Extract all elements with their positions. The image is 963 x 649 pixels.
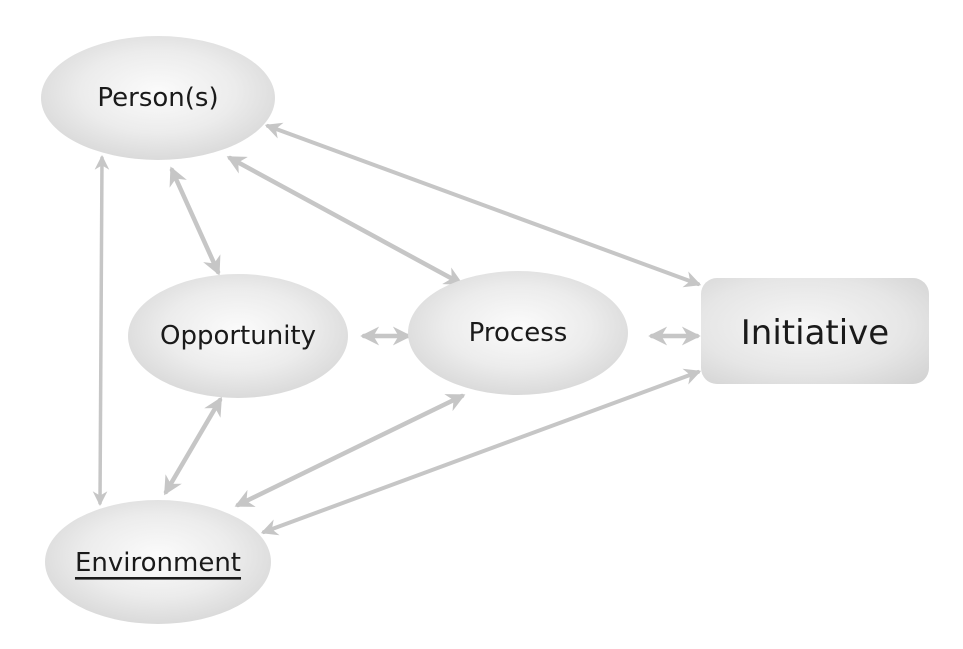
node-environment-label: Environment — [75, 548, 241, 578]
connections — [92, 122, 702, 536]
node-process: Process — [408, 271, 628, 395]
arrow-persons-initiative — [264, 122, 702, 288]
node-initiative: Initiative — [701, 278, 929, 384]
node-opportunity: Opportunity — [128, 274, 348, 398]
node-environment: Environment — [45, 500, 271, 624]
arrow-persons-environment — [92, 155, 110, 506]
arrow-persons-opportunity — [169, 166, 221, 276]
arrow-opportunity-environment — [163, 396, 223, 496]
arrow-initiative-environment — [260, 368, 702, 536]
arrow-persons-process — [226, 155, 464, 286]
node-persons-label: Person(s) — [97, 83, 218, 113]
node-persons: Person(s) — [41, 36, 275, 160]
arrow-process-environment — [234, 393, 466, 508]
node-initiative-label: Initiative — [741, 313, 889, 353]
node-process-label: Process — [469, 318, 568, 348]
node-opportunity-label: Opportunity — [160, 321, 316, 351]
